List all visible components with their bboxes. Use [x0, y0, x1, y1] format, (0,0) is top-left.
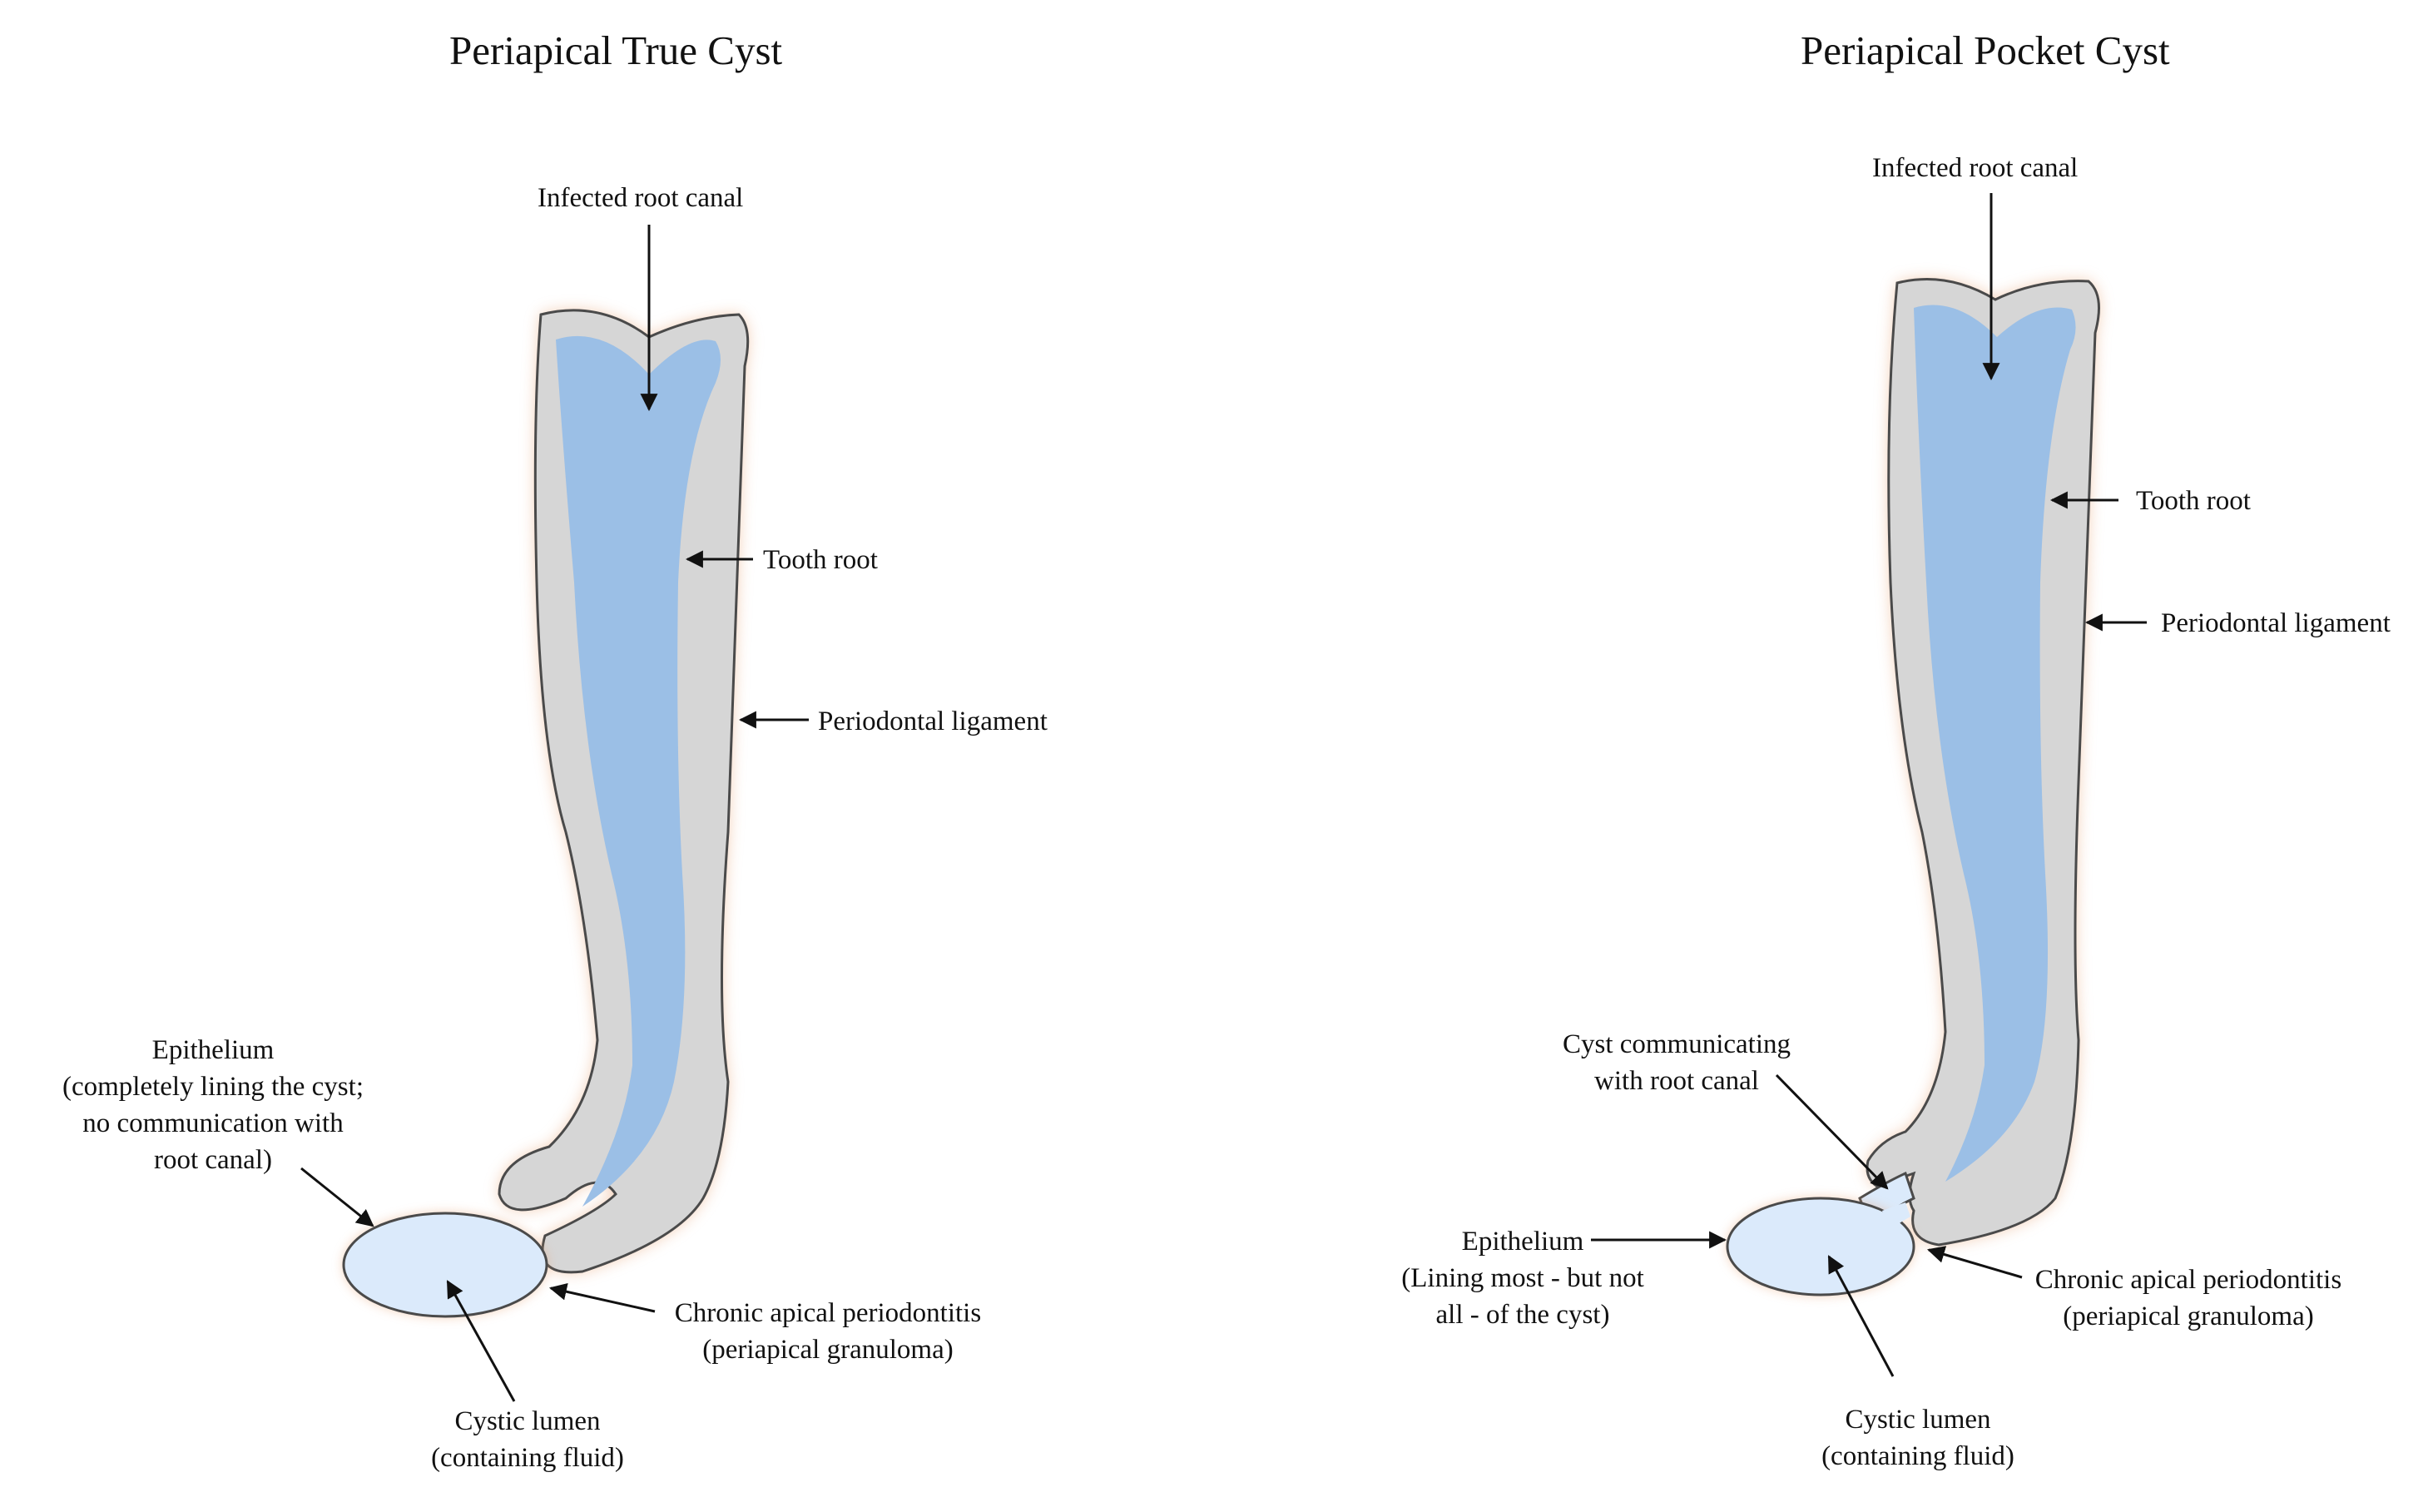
true-cyst-epithelium-label: Epithelium (completely lining the cyst; …	[47, 1032, 379, 1178]
true-cyst-tooth-root-label: Tooth root	[763, 545, 878, 575]
lumen-line-1: Cystic lumen	[454, 1406, 601, 1436]
pocket-cyst-tooth-root-label: Tooth root	[2136, 486, 2251, 516]
pocket-chronic-line-1: Chronic apical periodontitis	[2034, 1265, 2342, 1295]
chronic-line-1: Chronic apical periodontitis	[674, 1298, 982, 1328]
pocket-cyst-infected-canal-label: Infected root canal	[1872, 153, 2079, 183]
pocket-cyst-title: Periapical Pocket Cyst	[1801, 27, 2170, 73]
true-cyst-arrows	[300, 225, 809, 1402]
pocket-cyst-lumen	[1726, 1197, 1915, 1296]
pocket-cyst-illustration	[1726, 278, 2100, 1296]
pocket-lumen-line-1: Cystic lumen	[1845, 1405, 1991, 1435]
pocket-epithelium-line-1: Epithelium	[1461, 1227, 1584, 1257]
communicating-line-1: Cyst communicating	[1562, 1029, 1791, 1059]
arrow-pocket-chronic	[1926, 1246, 2023, 1279]
true-cyst-root-canal	[556, 335, 721, 1207]
true-cyst-lumen-label: Cystic lumen (containing fluid)	[403, 1403, 652, 1476]
true-cyst-periodontal-label: Periodontal ligament	[818, 706, 1048, 736]
lumen-line-2: (containing fluid)	[431, 1443, 624, 1473]
pocket-lumen-line-2: (containing fluid)	[1821, 1441, 2014, 1471]
arrow-true-chronic	[548, 1282, 656, 1313]
pocket-cyst-root-canal	[1914, 305, 2076, 1182]
true-cyst-title: Periapical True Cyst	[449, 27, 783, 73]
true-cyst-chronic-label: Chronic apical periodontitis (periapical…	[657, 1295, 998, 1368]
arrow-pocket-communicating	[1775, 1073, 1889, 1190]
epithelium-line-3: no communication with	[82, 1108, 344, 1138]
pocket-cyst-chronic-label: Chronic apical periodontitis (periapical…	[2018, 1262, 2359, 1335]
pocket-cyst-periodontal-label: Periodontal ligament	[2161, 608, 2391, 638]
chronic-line-2: (periapical granuloma)	[702, 1335, 954, 1365]
pocket-chronic-line-2: (periapical granuloma)	[2063, 1301, 2314, 1331]
epithelium-line-1: Epithelium	[151, 1035, 275, 1065]
arrow-pocket-lumen	[1827, 1255, 1895, 1377]
true-cyst-infected-canal-label: Infected root canal	[538, 183, 744, 213]
pocket-epithelium-line-2: (Lining most - but not	[1401, 1263, 1644, 1293]
communicating-line-2: with root canal	[1594, 1066, 1759, 1096]
true-cyst-illustration	[342, 309, 750, 1318]
pocket-cyst-opening	[1882, 1202, 1910, 1230]
pocket-cyst-epithelium-label: Epithelium (Lining most - but not all - …	[1365, 1223, 1681, 1333]
epithelium-line-2: (completely lining the cyst;	[62, 1072, 364, 1102]
epithelium-line-4: root canal)	[153, 1145, 272, 1175]
pocket-cyst-lumen-label: Cystic lumen (containing fluid)	[1793, 1401, 2043, 1475]
true-cyst-lumen	[342, 1212, 548, 1318]
pocket-cyst-communicating-label: Cyst communicating with root canal	[1539, 1026, 1814, 1099]
pocket-epithelium-line-3: all - of the cyst)	[1435, 1300, 1610, 1330]
arrow-true-epithelium	[300, 1167, 374, 1227]
pocket-cyst-arrows	[1591, 193, 2147, 1377]
arrow-true-lumen	[446, 1280, 516, 1402]
